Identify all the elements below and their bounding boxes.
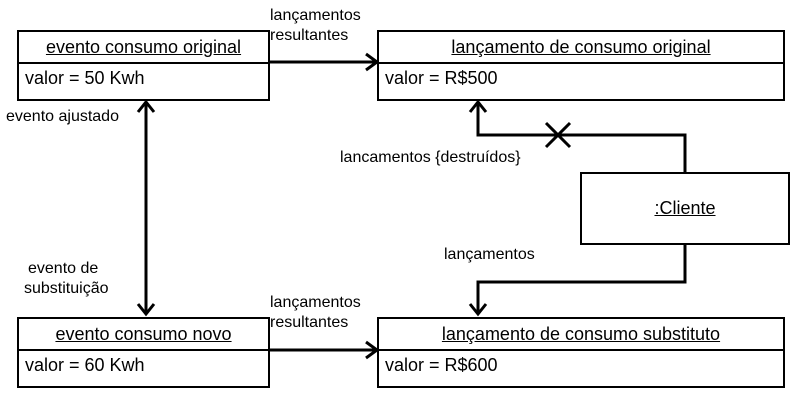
cliente-box: :Cliente: [580, 172, 790, 245]
label-line: resultantes: [270, 314, 349, 331]
box-value: valor = R$500: [385, 68, 498, 88]
box-title: evento consumo novo: [55, 323, 232, 344]
label-evento-substituicao: evento de substituição: [24, 259, 109, 299]
box-title: evento consumo original: [45, 36, 242, 57]
lancamento-consumo-substituto-box: lançamento de consumo substituto valor =…: [377, 317, 785, 388]
label-line: lançamentos: [270, 294, 361, 311]
box-divider: [19, 62, 268, 64]
label-lancamentos-resultantes-top: lançamentos resultantes: [270, 6, 361, 46]
label-line: lançamentos: [270, 7, 361, 24]
label-lancamentos: lançamentos: [444, 246, 535, 263]
box-divider: [379, 62, 783, 64]
evento-consumo-novo-box: evento consumo novo valor = 60 Kwh: [17, 317, 270, 388]
arrow-lancamentos-destruidos: [468, 99, 687, 172]
label-evento-ajustado: evento ajustado: [6, 108, 119, 125]
box-divider: [19, 349, 268, 351]
box-value: valor = 60 Kwh: [25, 355, 145, 375]
label-line: substituição: [24, 280, 109, 297]
box-value: valor = R$600: [385, 355, 498, 375]
box-title: lançamento de consumo substituto: [441, 323, 721, 344]
arrow-evento-ajustado-substituicao: [136, 99, 156, 317]
box-title: lançamento de consumo original: [451, 36, 711, 57]
box-divider: [379, 349, 783, 351]
label-lancamentos-resultantes-bottom: lançamentos resultantes: [270, 293, 361, 333]
label-lancamentos-destruidos: lancamentos {destruídos}: [340, 149, 521, 166]
evento-consumo-original-box: evento consumo original valor = 50 Kwh: [17, 30, 270, 101]
arrow-lancamentos: [468, 245, 687, 317]
label-line: evento de: [28, 260, 99, 277]
box-value: valor = 50 Kwh: [25, 68, 145, 88]
arrow-resultantes-bottom: [270, 340, 380, 360]
label-line: resultantes: [270, 27, 349, 44]
arrow-resultantes-top: [270, 52, 380, 72]
lancamento-consumo-original-box: lançamento de consumo original valor = R…: [377, 30, 785, 101]
